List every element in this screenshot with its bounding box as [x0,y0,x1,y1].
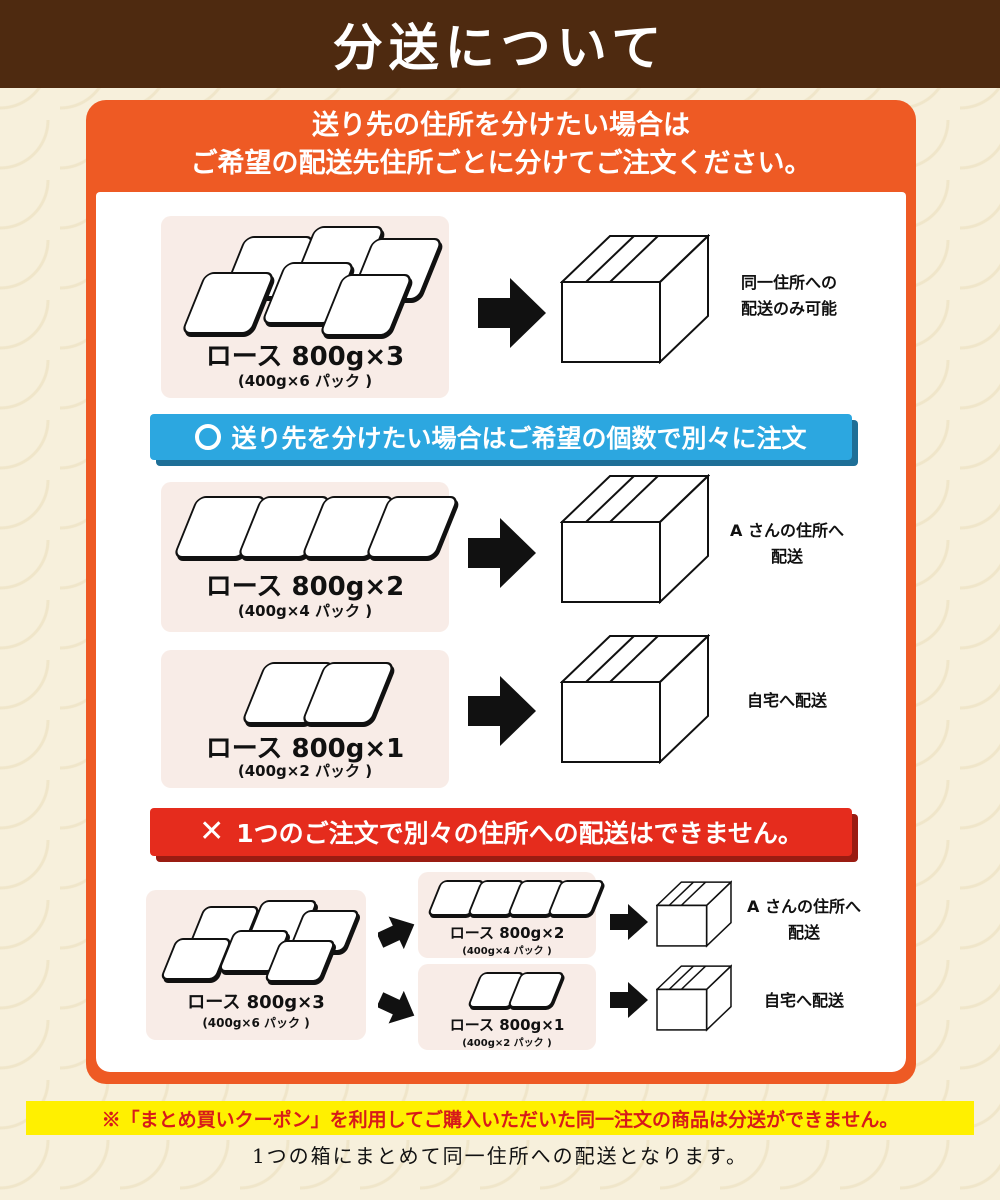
product-name: ロース 800g×2 [205,572,405,602]
info-card: 送り先の住所を分けたい場合は ご希望の配送先住所ごとに分けてご注文ください。 ロ… [86,100,916,1084]
ng-banner-text: 1つのご注文で別々の住所への配送はできません。 [236,819,803,848]
product-box-section3-split-b: ロース 800g×1 (400g×2 パック ) [418,964,596,1050]
shipping-box-icon [560,474,710,604]
product-packs: (400g×2 パック ) [237,762,373,780]
ok-banner: 送り先を分けたい場合はご希望の個数で別々に注文 [150,414,852,460]
product-name: ロース 800g×3 [187,992,325,1013]
destination-label: 自宅へ配送 [746,691,827,710]
shipping-box-icon [656,964,732,1032]
product-packs: (400g×2 パック ) [462,1038,552,1049]
product-box-section3-split-a: ロース 800g×2 (400g×4 パック ) [418,872,606,958]
product-packs: (400g×6 パック ) [202,1016,310,1030]
arrow-right-icon [468,676,536,746]
product-packs: (400g×6 パック ) [237,372,373,390]
product-name: ロース 800g×1 [205,734,405,764]
page-header: 分送について [0,0,1000,88]
arrow-up-right-icon [378,916,415,950]
ng-banner: ✕ 1つのご注文で別々の住所への配送はできません。 [150,808,852,856]
product-box-section1: ロース 800g×3 (400g×6 パック ) [161,216,449,398]
arrow-right-icon [610,904,648,940]
arrow-down-right-icon [378,990,415,1024]
arrow-right-icon [468,518,536,588]
page-title: 分送について [332,18,668,77]
shipping-box-icon [656,880,732,948]
shipping-box-icon [560,234,710,364]
card-heading-line2: ご希望の配送先住所ごとに分けてご注文ください。 [190,148,812,179]
destination-label: A さんの住所へ 配送 [747,897,861,942]
card-body: ロース 800g×3 (400g×6 パック ) 同一住所への 配送のみ可能 送… [96,192,906,1072]
destination-label: 自宅へ配送 [763,991,844,1010]
x-icon: ✕ [199,814,225,849]
coupon-subnotice: 1つの箱にまとめて同一住所への配送となります。 [251,1144,749,1168]
product-box-section2-b: ロース 800g×1 (400g×2 パック ) [161,650,449,788]
meat-pack-icon [180,272,276,334]
product-name: ロース 800g×1 [449,1016,565,1034]
shipping-box-icon [560,634,710,764]
product-packs: (400g×4 パック ) [237,602,373,620]
coupon-notice: ※「まとめ買いクーポン」を利用してご購入いただいた同一注文の商品は分送ができませ… [26,1101,974,1135]
product-box-section3-source: ロース 800g×3 (400g×6 パック ) [146,890,366,1040]
product-name: ロース 800g×2 [449,924,565,942]
destination-label: A さんの住所へ 配送 [730,521,844,566]
card-heading-line1: 送り先の住所を分けたい場合は [312,110,690,141]
arrow-right-icon [610,982,648,1018]
product-packs: (400g×4 パック ) [462,946,552,957]
product-name: ロース 800g×3 [205,342,405,372]
card-heading: 送り先の住所を分けたい場合は ご希望の配送先住所ごとに分けてご注文ください。 [86,100,916,190]
circle-icon [195,424,222,450]
destination-label: 同一住所への 配送のみ可能 [740,273,837,318]
ok-banner-text: 送り先を分けたい場合はご希望の個数で別々に注文 [231,424,807,453]
arrow-right-icon [478,278,546,348]
product-box-section2-a: ロース 800g×2 (400g×4 パック ) [161,482,460,632]
